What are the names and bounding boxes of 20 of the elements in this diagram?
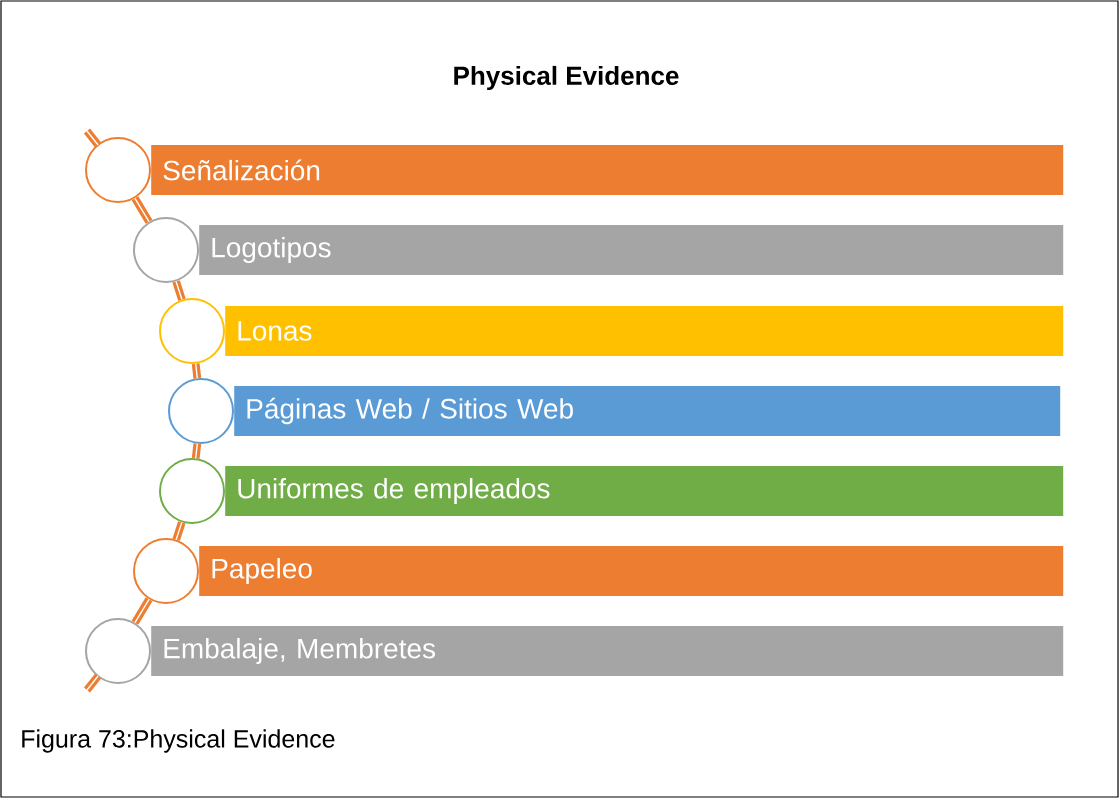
- circle: [159, 458, 225, 524]
- spine-line: [131, 597, 153, 625]
- bar: Uniformes de empleados: [225, 466, 1064, 516]
- spine-line: [172, 521, 186, 541]
- bar: Logotipos: [199, 225, 1064, 275]
- bar: Señalización: [151, 145, 1064, 195]
- circle: [168, 378, 234, 444]
- bar: Embalaje, Membretes: [151, 626, 1064, 676]
- title: Physical Evidence: [454, 65, 679, 91]
- circle: [133, 217, 199, 283]
- bar: Páginas Web / Sitios Web: [234, 386, 1061, 436]
- circle: [133, 538, 199, 604]
- circle: [159, 298, 225, 364]
- circle: [85, 137, 151, 203]
- circle: [85, 618, 151, 684]
- spine-line: [131, 196, 153, 224]
- bar: Papeleo: [199, 546, 1064, 596]
- caption: Figura 73:Physical Evidence: [22, 729, 335, 753]
- spine-line: [172, 280, 186, 301]
- bar: Lonas: [225, 306, 1064, 356]
